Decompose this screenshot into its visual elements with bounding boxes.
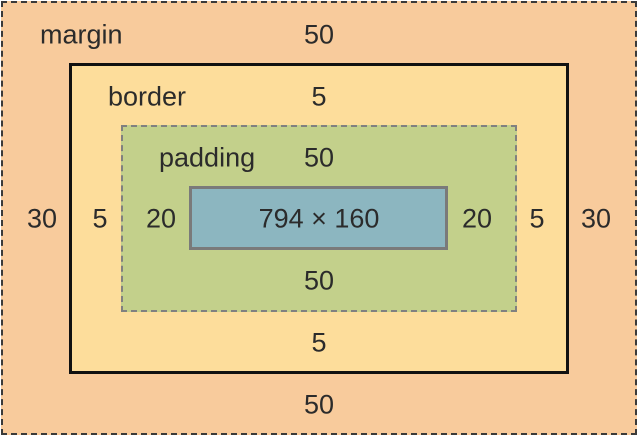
padding-bottom-value: 50 — [303, 265, 335, 296]
border-left-value: 5 — [92, 203, 108, 234]
border-label: border — [108, 81, 187, 112]
margin-bottom-value: 50 — [303, 389, 335, 420]
padding-right-value: 20 — [461, 203, 493, 234]
content-size-value: 794 × 160 — [258, 203, 380, 234]
content-box — [189, 186, 448, 250]
margin-right-value: 30 — [580, 203, 612, 234]
border-right-value: 5 — [529, 203, 545, 234]
padding-left-value: 20 — [145, 203, 177, 234]
border-bottom-value: 5 — [311, 327, 327, 358]
margin-top-value: 50 — [303, 19, 335, 50]
padding-label: padding — [159, 142, 256, 173]
border-top-value: 5 — [311, 81, 327, 112]
margin-left-value: 30 — [26, 203, 58, 234]
padding-top-value: 50 — [303, 142, 335, 173]
margin-label: margin — [40, 19, 123, 50]
